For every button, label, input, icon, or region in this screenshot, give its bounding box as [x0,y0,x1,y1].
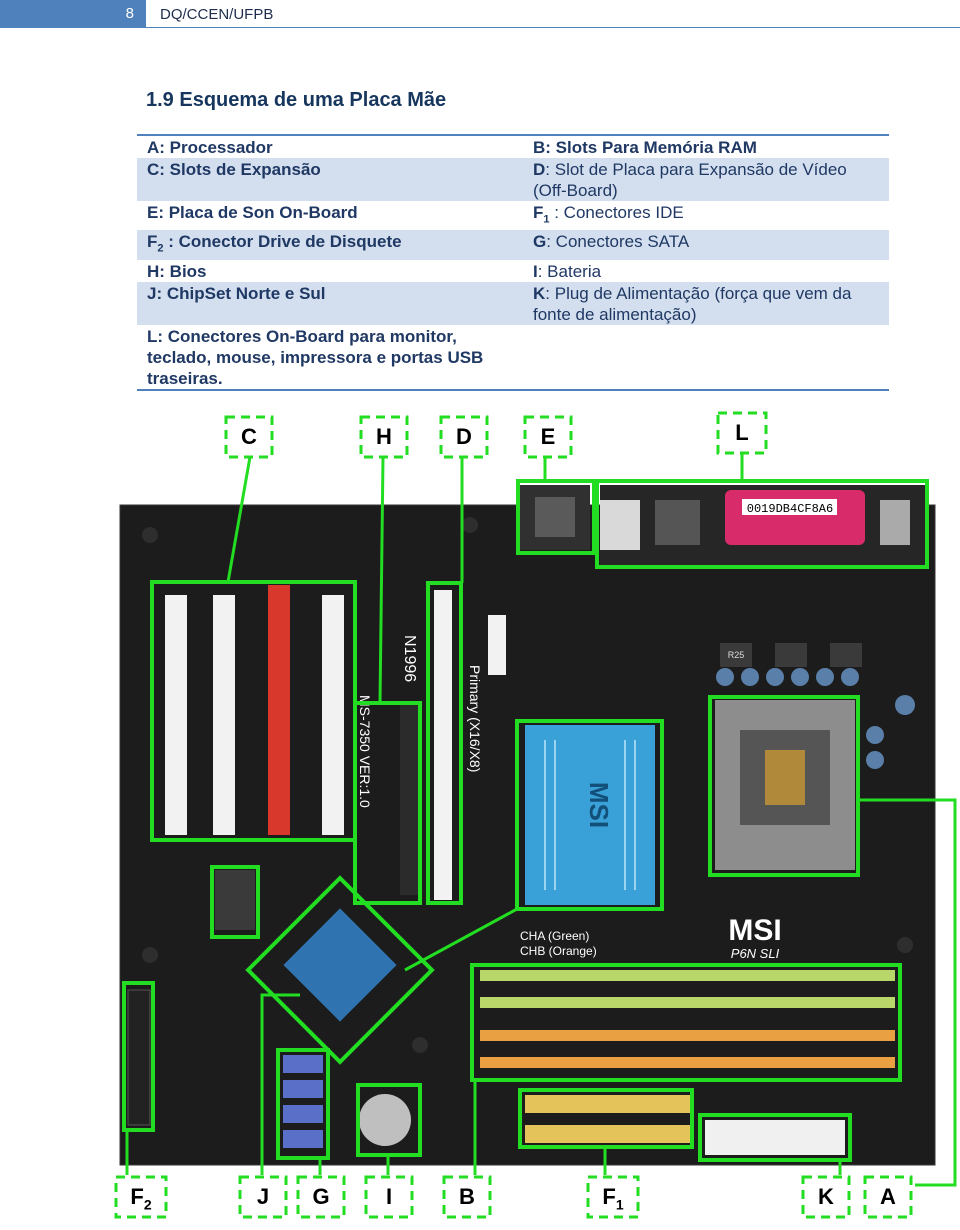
page-header: 8 DQ/CCEN/UFPB [0,0,960,28]
legend-left-cell: C: Slots de Expansão [137,158,523,201]
rear-io-panel: 0019DB4CF8A6 [520,485,925,567]
label-b: B [459,1184,475,1209]
cmos-battery [359,1094,411,1146]
legend-right-cell [523,325,889,390]
page-number: 8 [125,5,134,22]
legend-right-cell: B: Slots Para Memória RAM [533,138,757,157]
bios-label: N1996 [401,635,418,682]
northbridge-heatsink [525,725,655,905]
legend-left-cell: F2 : Conector Drive de Disquete [137,230,523,260]
page-number-box: 8 [0,0,146,28]
atx-power-connector [705,1120,845,1155]
legend-left-cell: H: Bios [147,261,207,281]
label-boxes [114,411,913,1219]
ide-connector-2 [525,1125,690,1143]
board-brand: MSI [728,914,781,947]
section-title: 1.9 Esquema de uma Placa Mãe [146,89,447,111]
motherboard-diagram: 0019DB4CF8A6 Primary (X16/X8) MS-7350 VE… [114,411,957,1219]
label-f2: F2 [130,1184,152,1213]
label-j: J [256,1184,270,1209]
legend-right-cell: I: Bateria [533,261,602,281]
primary-slot-label: Primary (X16/X8) [467,665,483,772]
label-d: D [456,424,472,449]
legend-left-cell: J: ChipSet Norte e Sul [137,281,523,325]
r25-label: R25 [728,650,745,660]
serial-label: 0019DB4CF8A6 [747,502,833,516]
heatsink-brand: MSI [584,782,614,828]
legend-row: L: Conectores On-Board para monitor, tec… [137,325,889,390]
legend-row: H: Bios I: Bateria [137,260,889,282]
ram-slots [480,970,895,1068]
sata-connectors [283,1055,323,1148]
leader-lines [125,453,957,1187]
label-h: H [376,424,392,449]
legend-left-cell: L: Conectores On-Board para monitor, tec… [147,326,484,388]
cha-label: CHA (Green) [520,929,589,943]
legend-row: A: Processador B: Slots Para Memória RAM [137,135,889,158]
legend-row: E: Placa de Son On-Board F1 : Conectores … [137,201,889,230]
legend-right-cell: D: Slot de Placa para Expansão de Vídeo … [523,158,889,201]
label-e: E [540,424,556,449]
label-a: A [880,1184,896,1209]
label-c: C [241,424,257,449]
label-i: I [385,1184,393,1209]
label-l: L [735,420,749,445]
label-k: K [818,1184,834,1209]
expansion-slots [165,585,344,835]
legend-right-cell: K: Plug de Alimentação (força que vem da… [523,281,889,325]
board-product: P6N SLI [731,946,780,961]
legend-right-cell: F1 : Conectores IDE [533,203,684,226]
pcie-x16-slot [434,590,452,900]
parallel-port [725,490,865,545]
ide-connector-1 [525,1095,690,1113]
running-title: DQ/CCEN/UFPB [160,6,274,23]
legend-left-cell: E: Placa de Son On-Board [147,203,358,222]
floppy-connector [127,989,151,1126]
chb-label: CHB (Orange) [520,944,597,958]
legend-left-cell: A: Processador [147,138,273,157]
motherboard-figure: 0019DB4CF8A6 Primary (X16/X8) MS-7350 VE… [0,405,960,1225]
model-label: MS-7350 VER:1.0 [357,695,373,808]
header-rule [146,27,960,28]
label-f1: F1 [602,1184,624,1213]
label-g: G [312,1184,330,1209]
legend-right-cell: G: Conectores SATA [523,230,889,260]
